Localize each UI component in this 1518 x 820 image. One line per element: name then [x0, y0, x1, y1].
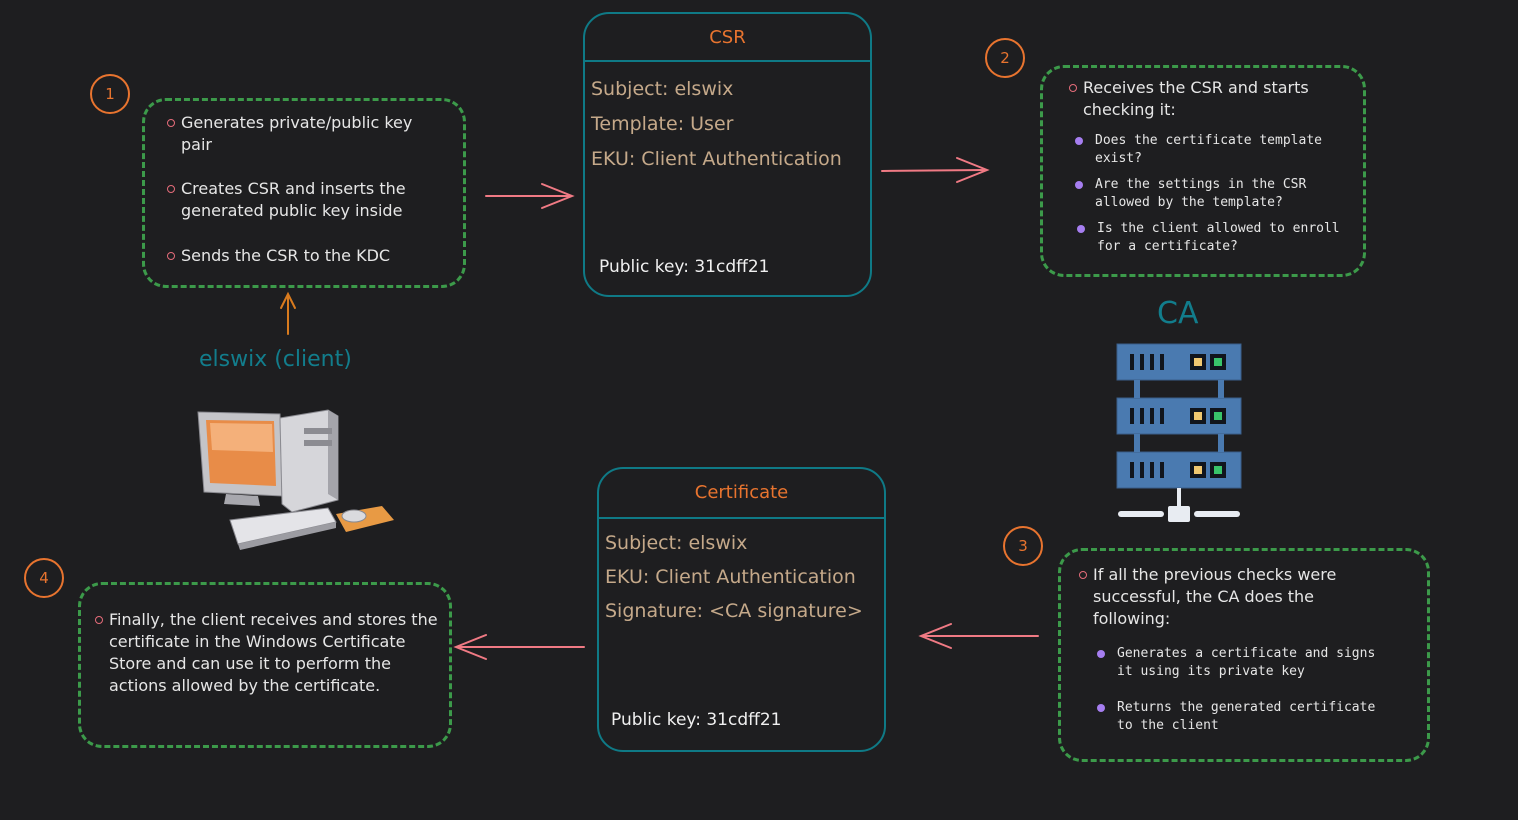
certificate-title: Certificate	[599, 469, 884, 519]
final-text: Finally, the client receives and stores …	[95, 610, 438, 695]
certificate-public-key: Public key: 31cdff21	[611, 710, 782, 730]
ca-action-1: Generates a certificate and signs it usi…	[1097, 645, 1387, 681]
csr-subject: Subject: elswix	[591, 78, 734, 100]
ca-action-2: Returns the generated certificate to the…	[1097, 699, 1387, 735]
csr-card: CSR Subject: elswix Template: User EKU: …	[583, 12, 872, 297]
ca-result-box	[1058, 548, 1430, 762]
step-3-badge: 3	[1003, 526, 1043, 566]
server-icon	[1116, 343, 1242, 522]
step-4-badge: 4	[24, 558, 64, 598]
certificate-signature: Signature: <CA signature>	[605, 600, 863, 622]
arrow-client-to-csr	[485, 183, 575, 209]
csr-title: CSR	[585, 14, 870, 62]
certificate-subject: Subject: elswix	[605, 532, 748, 554]
client-bullet-1: Generates private/public key pair	[167, 112, 441, 156]
ca-check-3: Is the client allowed to enroll for a ce…	[1077, 220, 1352, 256]
certificate-card: Certificate Subject: elswix EKU: Client …	[597, 467, 886, 752]
ca-check-box	[1040, 65, 1366, 277]
certificate-eku: EKU: Client Authentication	[605, 566, 856, 588]
client-bullet-2: Creates CSR and inserts the generated pu…	[167, 178, 461, 222]
step-1-badge: 1	[90, 74, 130, 114]
csr-public-key: Public key: 31cdff21	[599, 257, 770, 277]
arrow-csr-to-ca	[881, 157, 990, 183]
step-2-badge: 2	[985, 38, 1025, 78]
ca-check-2: Are the settings in the CSR allowed by t…	[1075, 176, 1345, 212]
client-bullet-3: Sends the CSR to the KDC	[167, 245, 451, 267]
arrow-ca-to-certificate	[918, 623, 1039, 649]
client-label: elswix (client)	[199, 347, 352, 372]
computer-icon	[197, 409, 394, 550]
client-steps-box	[142, 98, 466, 288]
ca-check-1: Does the certificate template exist?	[1075, 132, 1345, 168]
arrow-client-up	[280, 291, 296, 335]
ca-check-intro: Receives the CSR and starts checking it:	[1069, 77, 1353, 121]
csr-template: Template: User	[591, 113, 734, 135]
ca-label: CA	[1157, 296, 1199, 331]
final-box	[78, 582, 452, 748]
arrow-certificate-to-client	[453, 634, 585, 660]
csr-eku: EKU: Client Authentication	[591, 148, 842, 170]
ca-result-intro: If all the previous checks were successf…	[1079, 564, 1383, 630]
